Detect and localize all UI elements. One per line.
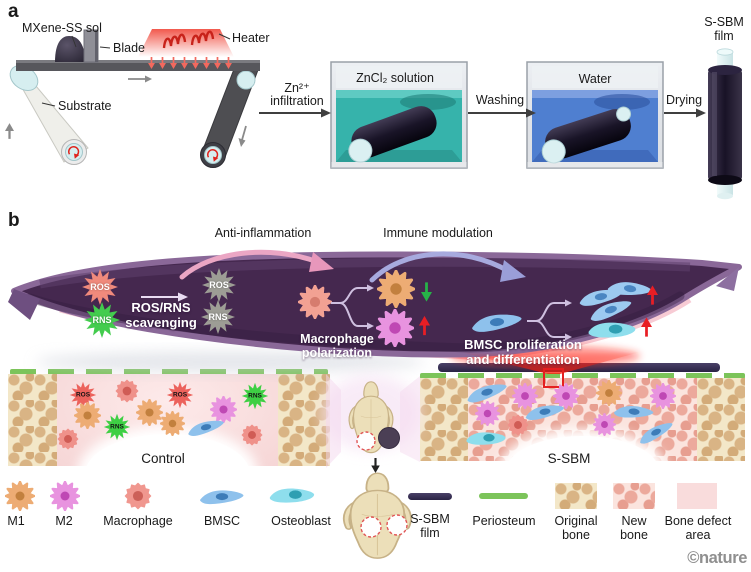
periosteum-strip <box>10 369 328 375</box>
polarization-label: Macrophage polarization <box>300 332 374 360</box>
legend-m1-label: M1 <box>7 514 25 528</box>
immune-modulation-arrow-icon <box>369 251 526 283</box>
process-arrow-icon <box>259 108 706 118</box>
legend-m2-label: M2 <box>55 514 73 528</box>
legend-periosteum-swatch <box>479 493 528 499</box>
legend-new-bone-label: New bone <box>620 514 648 542</box>
legend-defect-swatch <box>677 483 717 509</box>
healing-arrow-icon <box>371 458 380 473</box>
infiltration-label-line1: Zn²⁺ <box>284 81 310 95</box>
bmsc-cell-icon <box>578 287 624 308</box>
m1-cell-icon <box>377 270 415 308</box>
ros-text: ROS <box>90 282 110 292</box>
increase-arrow-icon <box>641 317 652 336</box>
legend-osteoblast-icon <box>269 488 315 503</box>
mxene-sol-label: MXene-SS sol <box>22 21 102 35</box>
legend-new-bone-swatch <box>613 483 655 509</box>
roller-icon <box>200 142 226 168</box>
bmsc-cell-icon <box>607 279 653 300</box>
ssbm-bone-diagram <box>420 363 745 463</box>
rns-text: RNS <box>110 423 124 431</box>
anti-inflammation-arrow-icon <box>179 249 334 280</box>
increase-arrow-icon <box>647 285 658 304</box>
belt-direction-arrow-icon <box>238 125 247 147</box>
osteoblast-cell-icon <box>588 322 636 338</box>
differentiation-fork-icon <box>527 299 572 341</box>
water-label: Water <box>578 72 612 86</box>
legend-osteoblast-label: Osteoblast <box>271 514 331 528</box>
glow-beam <box>400 376 420 462</box>
original-bone-right <box>278 374 330 466</box>
legend-m2-icon <box>50 481 80 511</box>
legend-macrophage-icon <box>125 483 151 509</box>
heater-glow-icon <box>138 29 234 57</box>
control-defect-circle-icon <box>356 431 376 451</box>
ros-text: ROS <box>75 391 91 399</box>
scavenging-label: ROS/RNS scavenging <box>125 300 197 330</box>
anti-inflammation-label: Anti-inflammation <box>214 226 312 240</box>
mxene-sol-icon <box>55 36 85 62</box>
legend-bmsc-label: BMSC <box>203 514 241 528</box>
original-bone-right <box>697 378 745 461</box>
rotation-arrow-icon <box>206 149 219 163</box>
panel-b-label: b <box>8 210 20 231</box>
m1-decrease-arrow-icon <box>421 280 432 304</box>
polarization-fork-icon <box>331 284 374 330</box>
macrophage-cell-icon <box>298 285 332 319</box>
belt-direction-arrow-icon <box>128 75 152 83</box>
skull-with-implant-icon <box>348 381 394 454</box>
skull-glow <box>321 375 421 451</box>
heater-coil-icon <box>162 30 215 49</box>
ssbm-film-roll-icon <box>708 48 742 200</box>
rns-text: RNS <box>248 392 262 400</box>
heater-label: Heater <box>232 31 270 45</box>
ssbm-film-product-label: S-SBM film <box>704 15 744 43</box>
film-roll-icon <box>348 106 437 163</box>
ros-text: ROS <box>172 391 188 399</box>
panel-a-label: a <box>8 1 19 22</box>
legend-original-bone-swatch <box>555 483 597 509</box>
bmsc-proliferation-label: BMSC proliferation and differentiation <box>464 337 582 367</box>
rotation-arrow-icon <box>67 146 80 160</box>
film-covered-defect-icon <box>378 427 400 449</box>
periosteum-strip <box>420 373 745 379</box>
roller-icon <box>9 65 39 91</box>
healed-defect-circle-icon <box>360 516 382 538</box>
ssbm-label: S-SBM <box>547 451 591 466</box>
bmsc-cell-icon <box>471 312 523 333</box>
m2-increase-arrow-icon <box>419 316 430 335</box>
healed-skull-icon <box>342 472 412 560</box>
drying-label: Drying <box>665 93 703 107</box>
substrate-label: Substrate <box>58 99 112 113</box>
immune-modulation-label: Immune modulation <box>383 226 493 240</box>
nature-credit: ©nature <box>687 549 747 567</box>
blade-label: Blade <box>113 41 145 55</box>
legend-film-swatch <box>408 493 452 500</box>
heater-arrows-icon <box>148 57 232 69</box>
legend-film-label: S-SBM film <box>410 512 450 540</box>
infiltration-label-line2: infiltration <box>270 94 324 108</box>
zncl2-solution-label: ZnCl₂ solution <box>356 71 434 85</box>
original-bone-left <box>420 378 468 461</box>
control-label: Control <box>141 451 185 466</box>
legend-defect-label: Bone defect area <box>664 514 732 542</box>
original-bone-left <box>8 374 57 466</box>
rns-text: RNS <box>92 315 112 325</box>
rns-text: RNS <box>208 312 228 322</box>
legend-bmsc-icon <box>200 490 244 505</box>
bmsc-cell-icon <box>588 297 634 323</box>
legend-macrophage-label: Macrophage <box>103 514 173 528</box>
roller-icon <box>61 139 87 165</box>
ros-text: ROS <box>209 280 229 290</box>
legend-m1-icon <box>5 481 35 511</box>
legend-original-bone-label: Original bone <box>554 514 598 542</box>
legend-periosteum-label: Periosteum <box>472 514 536 528</box>
roller-icon <box>236 70 256 90</box>
new-bone-area <box>468 378 697 461</box>
belt-direction-arrow-icon <box>5 121 14 141</box>
washing-label: Washing <box>475 93 525 107</box>
film-roll-icon <box>541 106 632 164</box>
